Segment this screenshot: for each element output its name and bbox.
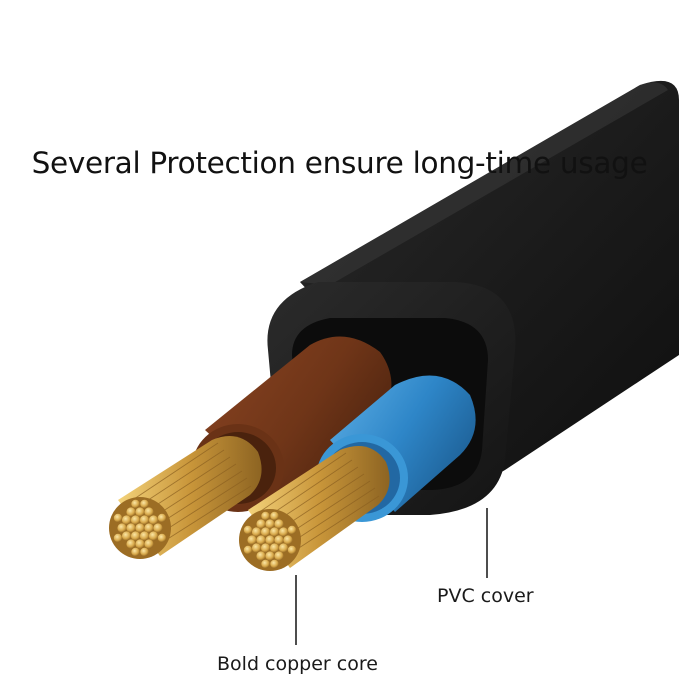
jacket-highlight: [300, 82, 668, 285]
pvc-cover-label: PVC cover: [437, 585, 534, 607]
headline: Several Protection ensure long-time usag…: [31, 146, 648, 180]
brown-copper-strand-ends: [113, 499, 167, 557]
copper-core-label: Bold copper core: [217, 653, 378, 675]
blue-copper-strand-ends: [243, 511, 297, 569]
